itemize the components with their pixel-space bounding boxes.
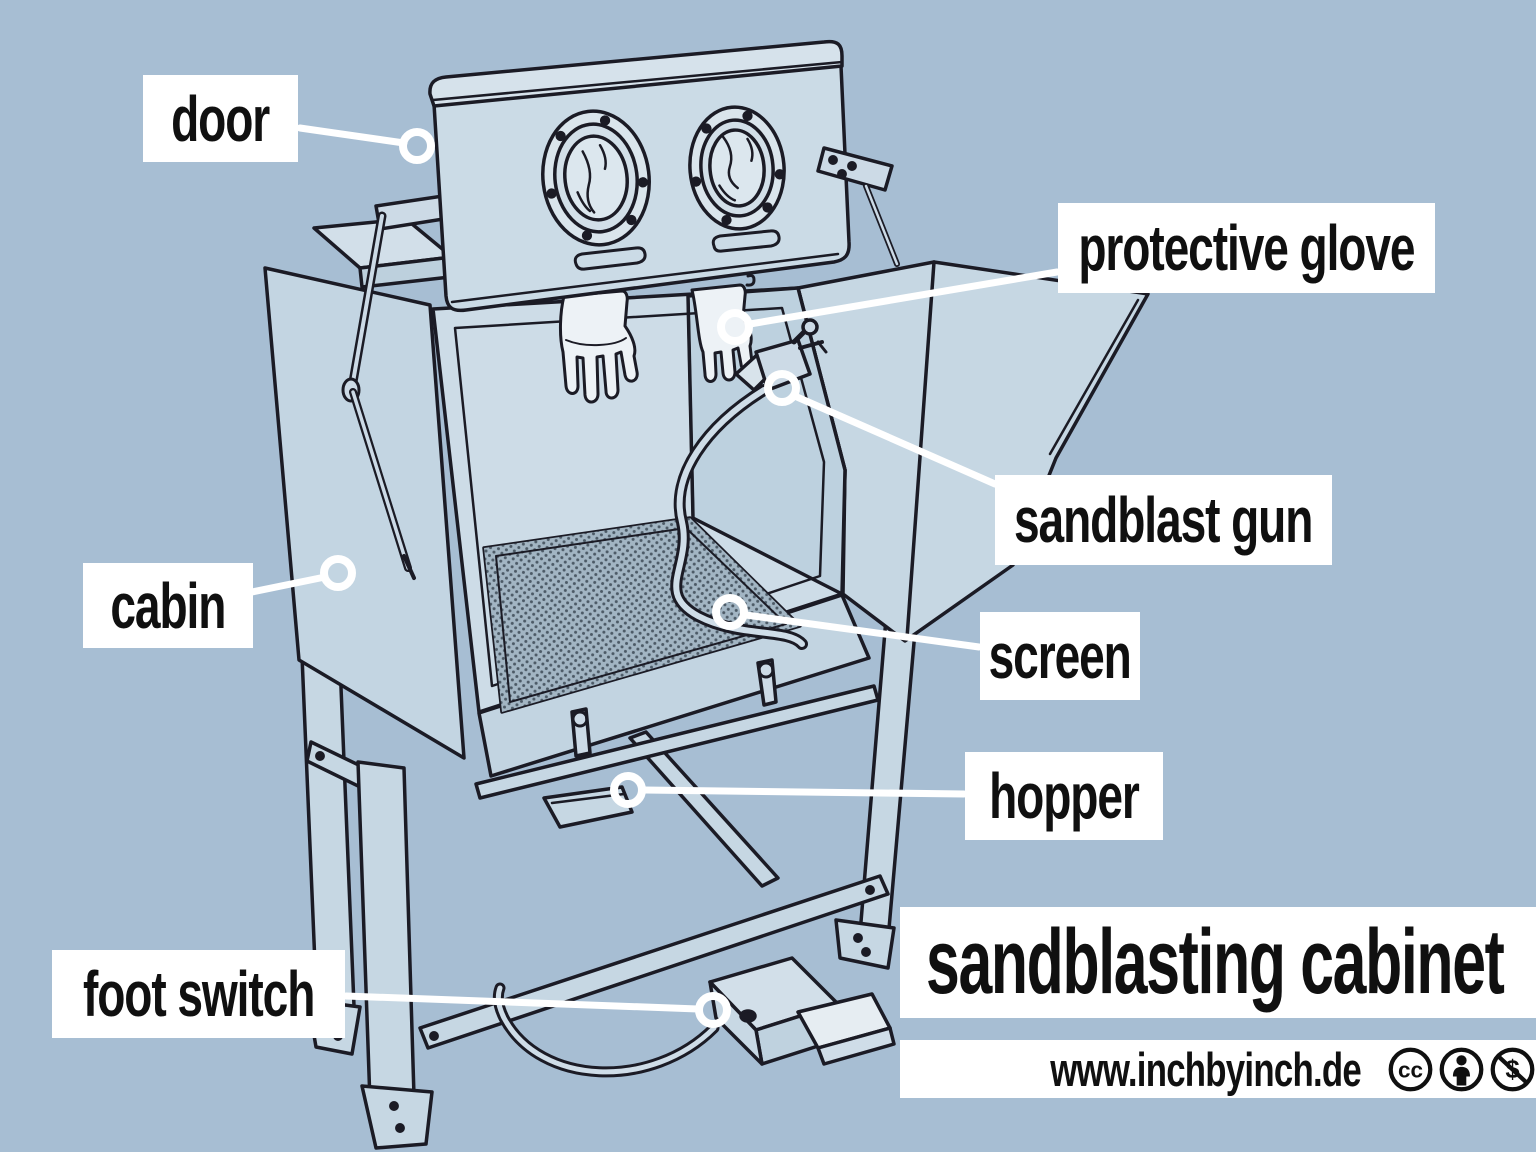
label-screen-text: screen <box>988 620 1132 692</box>
door-part <box>341 39 900 580</box>
label-screen: screen <box>980 612 1140 700</box>
cc-icon: cc <box>1388 1047 1433 1091</box>
latch-clasps <box>570 274 778 758</box>
label-foot-switch: foot switch <box>52 950 345 1038</box>
label-hopper: hopper <box>965 752 1163 840</box>
screen-marker <box>712 594 748 630</box>
diagram-title: sandblasting cabinet <box>900 907 1536 1018</box>
label-door: door <box>143 75 298 162</box>
porthole-left <box>541 109 651 247</box>
protective-glove-leader-line <box>746 268 1061 328</box>
stand <box>300 568 922 1150</box>
leader-lines <box>248 124 1061 1013</box>
screen-mesh <box>482 516 802 714</box>
protective-glove-left <box>559 289 639 404</box>
cabin-marker <box>320 555 356 591</box>
foot-switch-marker <box>695 992 731 1028</box>
svg-text:cc: cc <box>1398 1057 1423 1082</box>
label-sandblast-gun-text: sandblast gun <box>1014 484 1313 556</box>
hopper-marker <box>610 772 646 808</box>
foot-switch-leader-line <box>342 992 702 1013</box>
license-icons: cc $ <box>1387 1046 1536 1093</box>
label-foot-switch-text: foot switch <box>82 958 315 1030</box>
label-cabin-text: cabin <box>110 569 227 642</box>
noncommercial-icon: $ <box>1490 1047 1535 1091</box>
cabin-left-face <box>263 266 466 760</box>
label-door-text: door <box>171 82 270 155</box>
sandblast-gun-leader-line <box>793 393 999 488</box>
porthole-right <box>688 105 786 231</box>
marker-circles <box>320 128 800 1028</box>
door-marker <box>399 128 435 164</box>
door-leader-line <box>296 124 408 147</box>
label-sandblast-gun: sandblast gun <box>995 475 1332 565</box>
hopper-leader-line <box>640 786 968 798</box>
label-protective-glove-text: protective glove <box>1078 212 1415 284</box>
diagram-title-text: sandblasting cabinet <box>926 911 1505 1013</box>
credit-strip: www.inchbyinch.de cc $ <box>900 1040 1536 1098</box>
label-cabin: cabin <box>83 563 253 648</box>
hose <box>670 384 808 650</box>
cabin-leader-line <box>248 573 329 596</box>
attribution-icon <box>1439 1047 1484 1091</box>
screen-leader-line <box>742 611 983 651</box>
hopper-part <box>542 785 634 829</box>
sandblast-gun-marker <box>764 370 800 406</box>
label-protective-glove: protective glove <box>1058 203 1435 293</box>
website-text: www.inchbyinch.de <box>1050 1042 1362 1096</box>
protective-glove-marker <box>717 309 753 345</box>
label-hopper-text: hopper <box>989 760 1140 832</box>
cabin-right-face <box>796 260 1150 643</box>
